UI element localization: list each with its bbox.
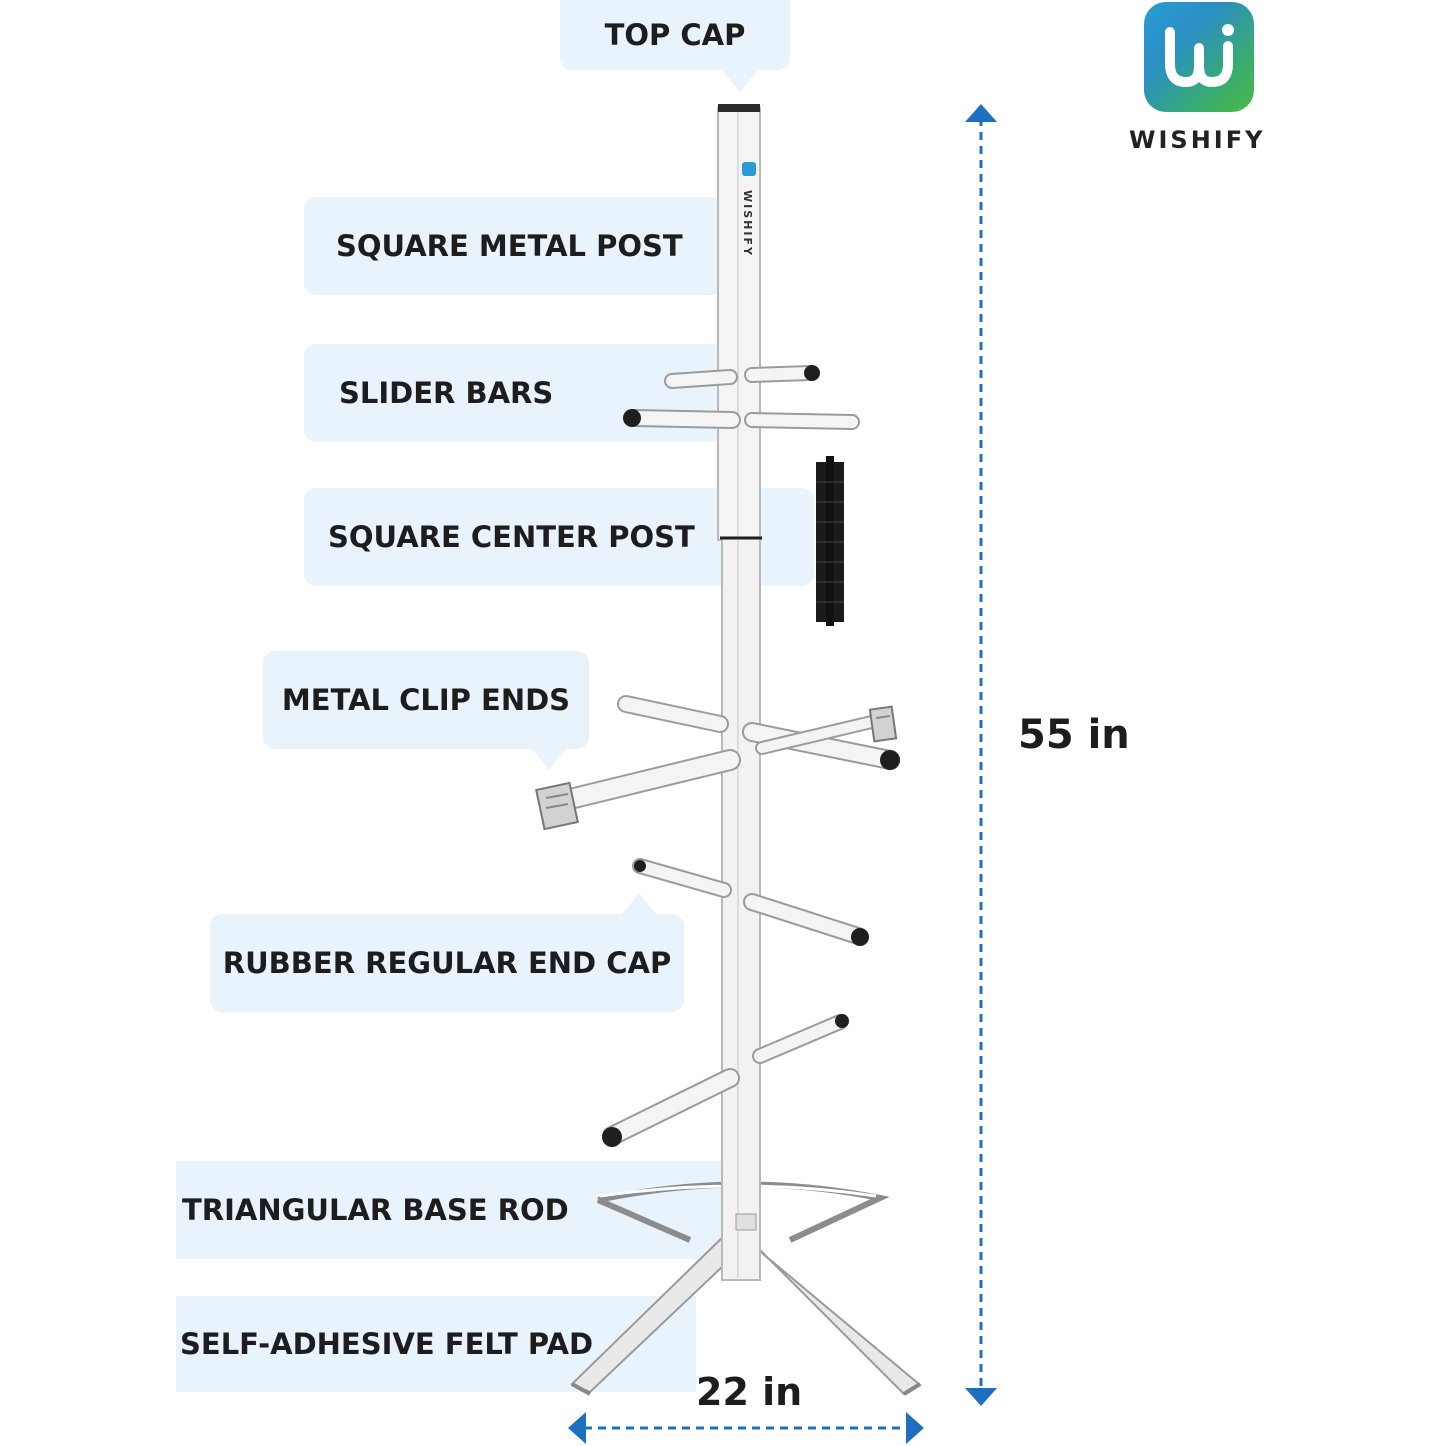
wall-bracket [816, 456, 844, 626]
wishify-logo-icon [1144, 2, 1254, 112]
label-rubber-end-cap-text: RUBBER REGULAR END CAP [222, 946, 672, 980]
top-cap [718, 104, 760, 112]
post-logo-icon [742, 162, 756, 176]
width-dimension-arrow [568, 1412, 924, 1444]
end-cap-pointer [622, 893, 656, 914]
top-cap-pointer [722, 70, 758, 92]
label-metal-clip-ends-text: METAL CLIP ENDS [281, 683, 571, 717]
label-felt-pad-text: SELF-ADHESIVE FELT PAD [180, 1327, 594, 1361]
post-brand-mark: WISHIFY [741, 190, 754, 257]
metal-clip-icon [868, 705, 898, 743]
main-post [717, 104, 762, 1281]
label-square-metal-post-text: SQUARE METAL POST [336, 229, 683, 263]
clip-ends-pointer [532, 749, 566, 770]
label-rubber-end-cap: RUBBER REGULAR END CAP [210, 914, 684, 1012]
clip-arms [555, 695, 900, 811]
label-top-cap: TOP CAP [560, 0, 790, 70]
width-dimension-label: 22 in [696, 1370, 803, 1414]
label-slider-bars-text: SLIDER BARS [339, 376, 554, 410]
height-dimension-arrow [965, 104, 997, 1406]
logo-glyph [1165, 24, 1234, 87]
metal-clip-icon [535, 781, 579, 831]
label-metal-clip-ends: METAL CLIP ENDS [263, 651, 589, 749]
label-felt-pad: SELF-ADHESIVE FELT PAD [176, 1296, 696, 1392]
label-square-metal-post: SQUARE METAL POST [304, 197, 724, 295]
rubber-cap-arms [632, 858, 869, 946]
lower-arms [602, 1014, 849, 1147]
height-dimension-label: 55 in [1018, 712, 1130, 758]
brand-name: WISHIFY [1129, 126, 1266, 154]
label-triangular-base-rod: TRIANGULAR BASE ROD [176, 1161, 724, 1259]
label-triangular-base-rod-text: TRIANGULAR BASE ROD [182, 1193, 569, 1227]
label-square-center-post-text: SQUARE CENTER POST [328, 520, 695, 554]
label-top-cap-text: TOP CAP [604, 18, 746, 52]
slider-bars [623, 365, 860, 430]
